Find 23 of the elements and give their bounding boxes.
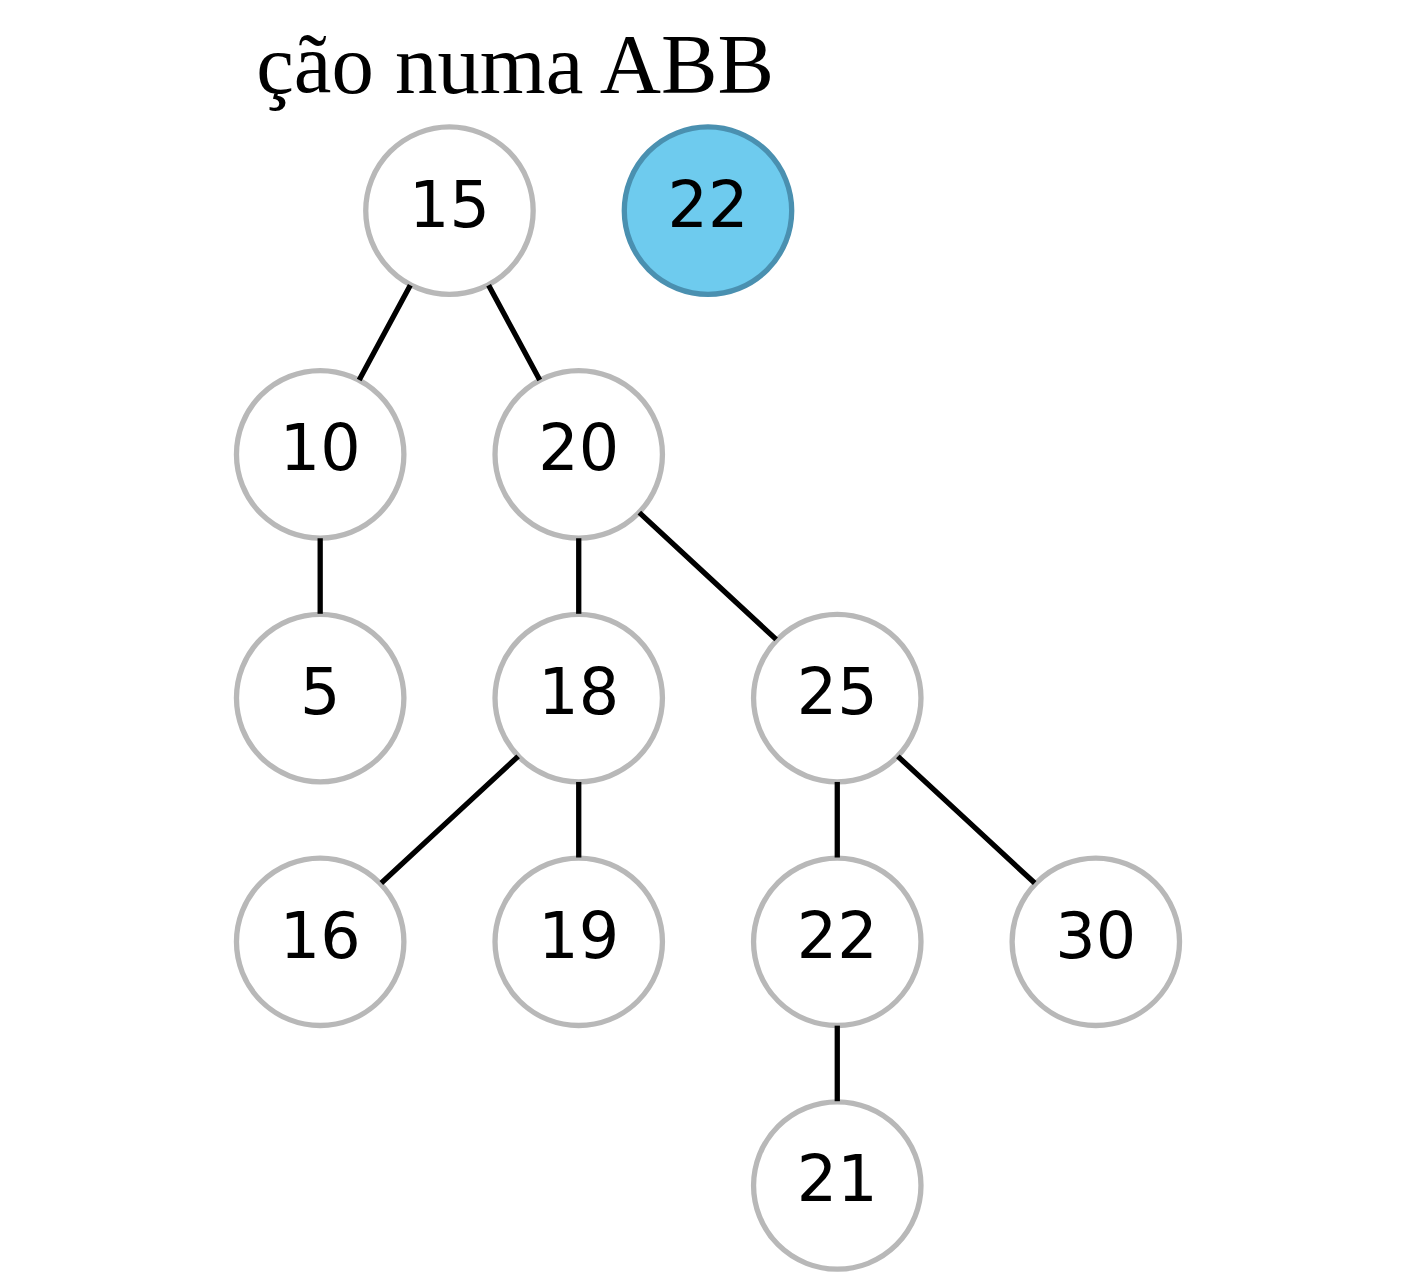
- node-circle: 22: [750, 855, 924, 1029]
- node-circle: 18: [492, 611, 666, 785]
- connector: [576, 781, 582, 858]
- connector: [486, 284, 543, 382]
- diagram-title: ção numa ABB: [256, 17, 775, 112]
- connector: [637, 510, 778, 642]
- connector: [834, 1025, 840, 1102]
- node-circle: 16: [233, 855, 407, 1029]
- connector: [576, 538, 582, 614]
- node-circle: 22: [621, 124, 795, 298]
- node-circle: 19: [492, 855, 666, 1029]
- node-circle: 5: [233, 611, 407, 785]
- node-circle: 25: [750, 611, 924, 785]
- connector: [834, 781, 840, 858]
- connector: [379, 754, 520, 885]
- node-circle: 15: [363, 124, 536, 298]
- node-circle: 30: [1009, 855, 1183, 1029]
- node-circle: 10: [233, 368, 407, 541]
- connector: [356, 284, 413, 382]
- connector: [317, 538, 323, 614]
- node-circle: 21: [750, 1099, 924, 1272]
- node-circle: 20: [492, 368, 666, 541]
- connector: [896, 754, 1037, 885]
